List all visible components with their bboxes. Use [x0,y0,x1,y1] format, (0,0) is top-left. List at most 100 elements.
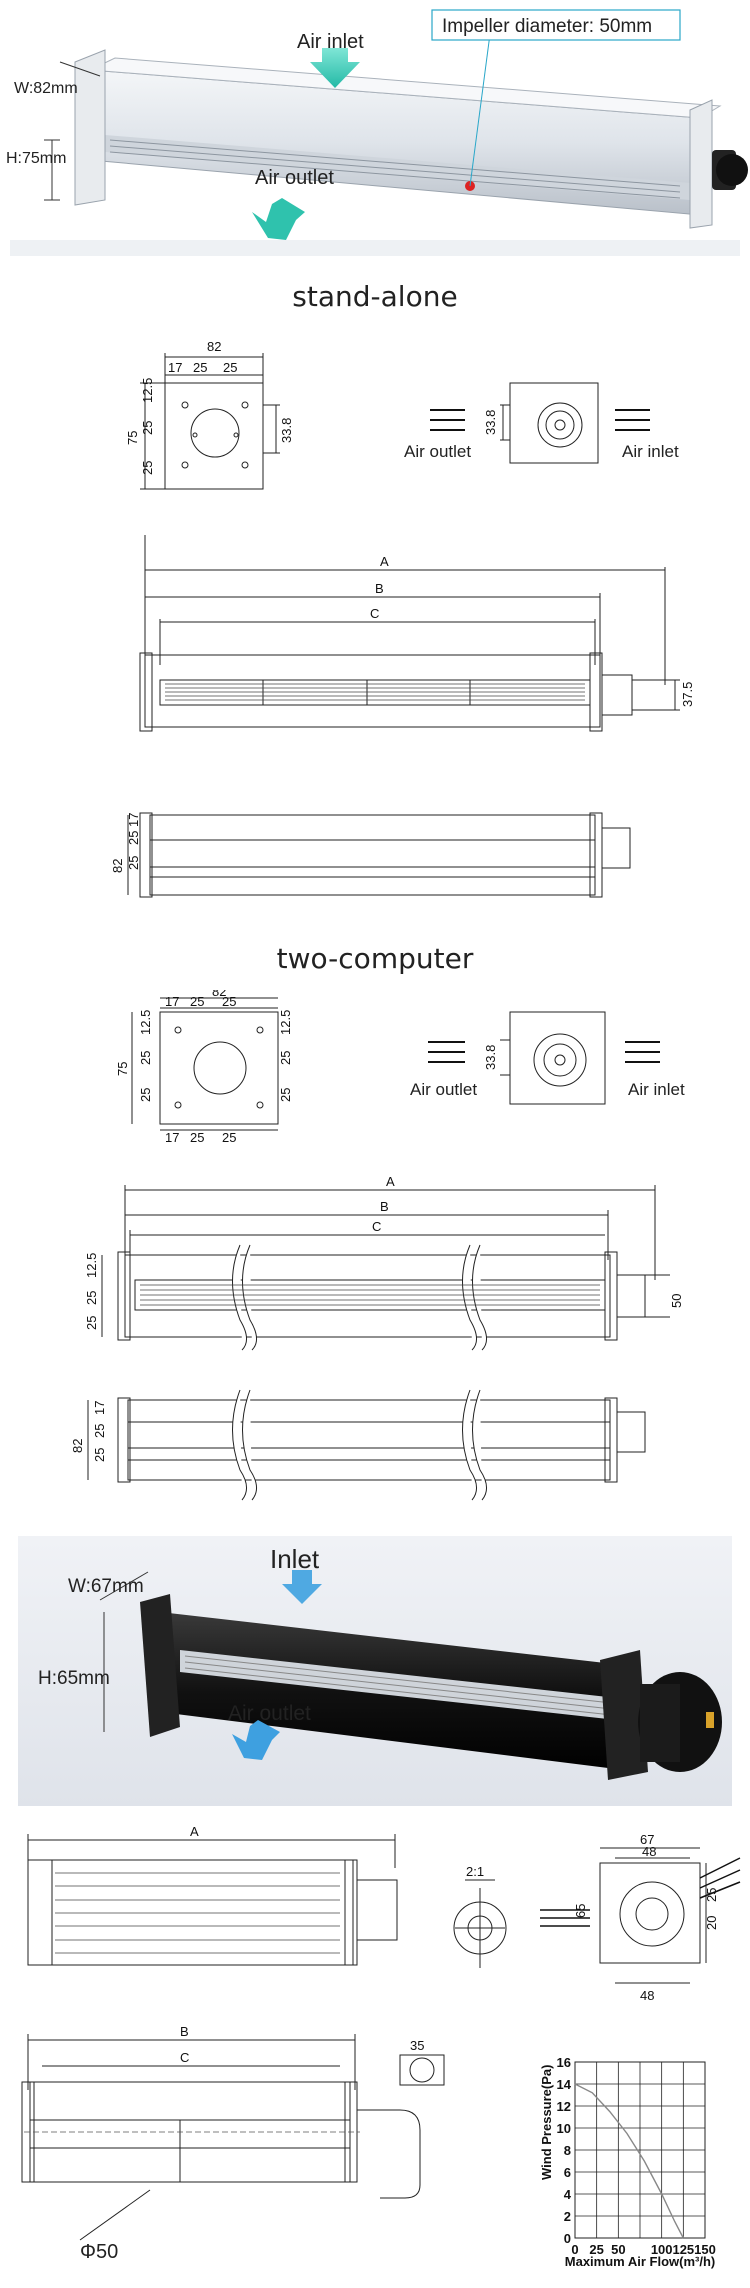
d3-scale: 2:1 [466,1864,484,1879]
d2-top-25a: 25 [92,1448,107,1462]
width-label-2: W:67mm [68,1576,144,1597]
d2-dim-B: B [380,1199,389,1214]
product-photo-standalone: Impeller diameter: 50mm Air inlet Air ou… [0,0,750,260]
dim-33-8: 33.8 [279,418,294,443]
fan-photo-illustration: Impeller diameter: 50mm Air inlet Air ou… [0,0,750,260]
d3-dim-B: B [180,2024,189,2039]
chart-xtick-label: 100 [651,2242,673,2257]
d2-dim-25b: 25 [222,994,236,1009]
side-dim-33-8: 33.8 [483,410,498,435]
product-photo-black: Inlet Air outlet W:67mm H:65mm [0,1532,750,1812]
d3-dim-25: 25 [704,1888,719,1902]
dim-25a: 25 [193,360,207,375]
d3-phi50: Φ50 [80,2241,118,2263]
d3-dim-A: A [190,1824,199,1839]
d2-r-25a: 25 [278,1051,293,1065]
air-flow-arrows-2 [428,1041,660,1063]
d2-side-33-8: 33.8 [483,1045,498,1070]
dim-75: 75 [125,431,140,445]
height-label: H:75mm [6,150,66,167]
dim-17: 17 [168,360,182,375]
d2-dim-82: 82 [212,990,226,999]
d3-dim-65: 65 [573,1904,588,1918]
d3-dim-35: 35 [410,2038,424,2053]
air-outlet-label-2: Air outlet [228,1702,311,1725]
chart-ytick-label: 6 [564,2165,571,2180]
chart-xtick-label: 0 [571,2242,578,2257]
top-dim-17: 17 [126,813,141,827]
chart-ytick-label: 10 [557,2121,571,2136]
inlet-label: Inlet [270,1544,320,1574]
d3-dim-67: 67 [640,1832,654,1847]
d2-r-25b: 25 [278,1088,293,1102]
dim-25c: 25 [140,421,155,435]
d2-b-17: 17 [165,1130,179,1145]
d2-dim-A: A [386,1174,395,1189]
drawing-standalone: 82 17 25 25 12.5 25 25 75 33.8 33.8 Air … [0,335,750,925]
d3-dim-48: 48 [642,1844,656,1859]
top-dim-82: 82 [110,859,125,873]
chart-ylabel: Wind Pressure(Pa) [539,2065,554,2180]
dim-25d: 25 [140,461,155,475]
chart-ytick-label: 2 [564,2209,571,2224]
d2-r-12-5: 12.5 [278,1010,293,1035]
air-inlet-label: Air inlet [297,31,364,53]
height-label-2: H:65mm [38,1668,110,1689]
d2-l-12-5: 12.5 [84,1253,99,1278]
chart-grid [574,2061,706,2239]
dim-12-5: 12.5 [140,378,155,403]
air-outlet-label: Air outlet [255,167,334,189]
dim-B: B [375,581,384,596]
section-heading-two-computer: two-computer [276,942,474,975]
d2-dim-75: 75 [115,1062,130,1076]
black-fan-photo-illustration: Inlet Air outlet W:67mm H:65mm [18,1536,732,1806]
d2-l-25a: 25 [84,1291,99,1305]
d2-dim-50: 50 [669,1294,684,1308]
dim-37-5: 37.5 [680,682,695,707]
air-flow-arrows-3 [540,1857,741,1927]
d2-dim-25a: 25 [190,994,204,1009]
drawing-black-fan: A 2:1 67 48 65 25 20 48 [0,1818,750,2018]
chart-ytick-label: 4 [564,2187,572,2202]
black-fan-front-drawing: A 2:1 67 48 65 25 20 48 [27,1824,741,2003]
d2-top-82: 82 [70,1439,85,1453]
dim-A: A [380,554,389,569]
chart-xtick-label: 150 [694,2242,716,2257]
chart-ytick-label: 16 [557,2055,571,2070]
d3-dim-C: C [180,2050,189,2065]
inlet-arrow-icon-2 [282,1570,322,1604]
outlet-arrow-icon-2 [232,1720,280,1760]
chart-xlabel: Maximum Air Flow(m³/h) [565,2254,715,2269]
outlet-arrow-icon [252,198,305,240]
d2-top-25b: 25 [92,1424,107,1438]
chart-xtick-label: 25 [589,2242,603,2257]
d2-dim-C: C [372,1219,381,1234]
top-dim-25b: 25 [126,831,141,845]
chart-ytick-label: 8 [564,2143,571,2158]
d2-dim-12-5: 12.5 [138,1010,153,1035]
d2-top-17: 17 [92,1401,107,1415]
drawing2-air-outlet: Air outlet [410,1080,477,1099]
d2-dim-25d: 25 [138,1088,153,1102]
chart-ytick-label: 12 [557,2099,571,2114]
chart-xtick-label: 50 [611,2242,625,2257]
standalone-technical-drawing: 82 17 25 25 12.5 25 25 75 33.8 33.8 Air … [110,339,695,898]
chart-ytick-label: 14 [557,2077,572,2092]
drawing1-air-inlet: Air inlet [622,442,679,461]
drawing-two-computer: 82 17 25 25 12.5 25 25 75 12.5 25 25 17 … [0,990,750,1530]
d2-b-25a: 25 [190,1130,204,1145]
air-flow-arrows-1 [430,409,650,431]
d2-l-25b: 25 [84,1316,99,1330]
inlet-arrow-icon [310,48,360,88]
d3-dim-48b: 48 [640,1988,654,2003]
chart-ytick-label: 0 [564,2231,571,2246]
drawing1-air-outlet: Air outlet [404,442,471,461]
d3-dim-20: 20 [704,1916,719,1930]
impeller-label: Impeller diameter: 50mm [442,16,652,37]
section-heading-standalone: stand-alone [292,280,458,313]
d2-dim-17: 17 [165,994,179,1009]
